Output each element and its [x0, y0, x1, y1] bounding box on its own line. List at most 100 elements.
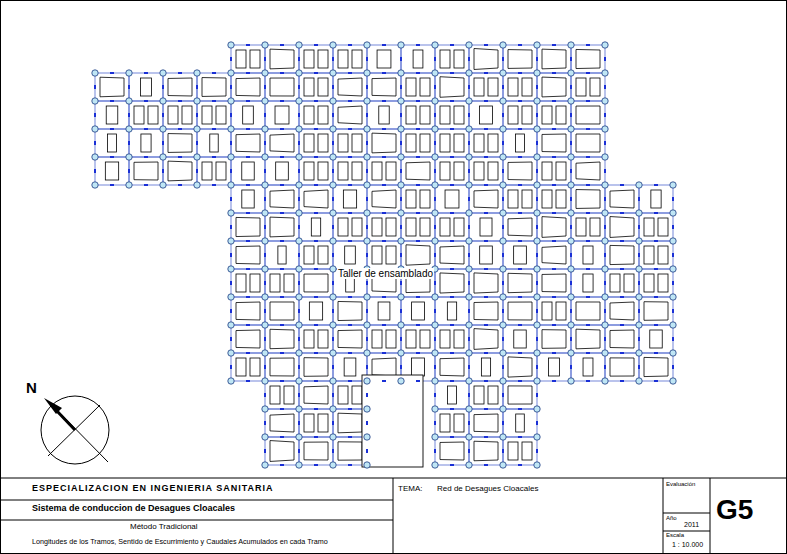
- flow-mark: [468, 197, 470, 201]
- street-outline: [435, 101, 469, 129]
- city-block: [508, 386, 532, 404]
- city-block: [318, 162, 328, 180]
- flow-mark: [536, 113, 538, 117]
- manhole: [568, 322, 574, 328]
- flow-mark: [604, 197, 606, 201]
- city-block: [270, 414, 294, 432]
- street-outline: [299, 129, 333, 157]
- flow-mark: [314, 156, 318, 158]
- city-block: [338, 78, 362, 96]
- manhole: [432, 98, 438, 104]
- flow-mark: [484, 240, 488, 242]
- flow-mark: [654, 240, 658, 242]
- flow-mark: [638, 253, 640, 257]
- flow-mark: [348, 72, 352, 74]
- flow-mark: [434, 337, 436, 341]
- flow-mark: [552, 72, 556, 74]
- city-block: [236, 217, 260, 236]
- city-block: [644, 218, 654, 236]
- manhole: [92, 126, 98, 132]
- manhole: [228, 294, 234, 300]
- flow-mark: [280, 296, 284, 298]
- flow-mark: [434, 57, 436, 61]
- flow-mark: [536, 421, 538, 425]
- flow-mark: [450, 464, 454, 466]
- north-line: [52, 405, 108, 462]
- manhole: [330, 322, 336, 328]
- flow-mark: [536, 309, 538, 313]
- flow-mark: [348, 128, 352, 130]
- city-block: [610, 245, 634, 264]
- flow-mark: [672, 197, 674, 201]
- flow-mark: [586, 324, 590, 326]
- flow-mark: [264, 309, 266, 313]
- flow-mark: [468, 253, 470, 257]
- manhole: [398, 238, 404, 244]
- manhole: [398, 154, 404, 160]
- city-block: [141, 78, 152, 96]
- flow-mark: [502, 449, 504, 453]
- flow-mark: [570, 197, 572, 201]
- city-block: [542, 302, 552, 320]
- street-outline: [435, 269, 469, 297]
- street-outline: [605, 297, 639, 325]
- street-outline: [537, 241, 571, 269]
- manhole: [398, 70, 404, 76]
- flow-mark: [212, 100, 216, 102]
- street-outline: [265, 241, 299, 269]
- flow-mark: [450, 72, 454, 74]
- city-block: [318, 414, 328, 432]
- manhole: [636, 238, 642, 244]
- flow-mark: [502, 421, 504, 425]
- manhole: [330, 378, 336, 384]
- street-outline: [435, 437, 469, 465]
- flow-mark: [586, 324, 590, 326]
- manhole: [500, 238, 506, 244]
- flow-mark: [586, 212, 590, 214]
- flow-mark: [366, 197, 368, 201]
- flow-mark: [246, 380, 250, 382]
- flow-mark: [332, 57, 334, 61]
- city-block: [379, 106, 389, 124]
- flow-mark: [332, 337, 334, 341]
- city-block: [338, 106, 362, 124]
- flow-mark: [264, 281, 266, 285]
- flow-mark: [416, 324, 420, 326]
- manhole: [364, 126, 370, 132]
- flow-mark: [536, 309, 538, 313]
- city-block: [542, 274, 566, 292]
- city-block: [576, 49, 600, 68]
- manhole: [636, 350, 642, 356]
- city-block: [270, 441, 294, 462]
- flow-mark: [280, 128, 284, 130]
- street-outline: [435, 157, 469, 185]
- manhole: [432, 406, 438, 412]
- flow-mark: [212, 100, 216, 102]
- flow-mark: [518, 268, 522, 270]
- street-outline: [503, 45, 537, 73]
- street-outline: [469, 73, 503, 101]
- manhole: [160, 70, 166, 76]
- flow-mark: [332, 365, 334, 369]
- flow-mark: [366, 421, 368, 425]
- flow-mark: [332, 365, 334, 369]
- city-block: [576, 329, 600, 349]
- city-block: [406, 330, 416, 348]
- flow-mark: [518, 240, 522, 242]
- manhole: [92, 98, 98, 104]
- flow-mark: [468, 393, 470, 397]
- flow-mark: [484, 464, 488, 466]
- flow-direction-marks: [94, 44, 674, 466]
- flow-mark: [672, 365, 674, 369]
- flow-mark: [552, 184, 556, 186]
- street-outline: [163, 73, 197, 101]
- street-outline: [605, 213, 639, 241]
- flow-mark: [314, 296, 318, 298]
- flow-mark: [570, 225, 572, 229]
- flow-mark: [570, 57, 572, 61]
- flow-mark: [280, 296, 284, 298]
- flow-mark: [586, 212, 590, 214]
- city-block: [210, 134, 218, 152]
- street-outline: [571, 297, 605, 325]
- flow-mark: [620, 212, 624, 214]
